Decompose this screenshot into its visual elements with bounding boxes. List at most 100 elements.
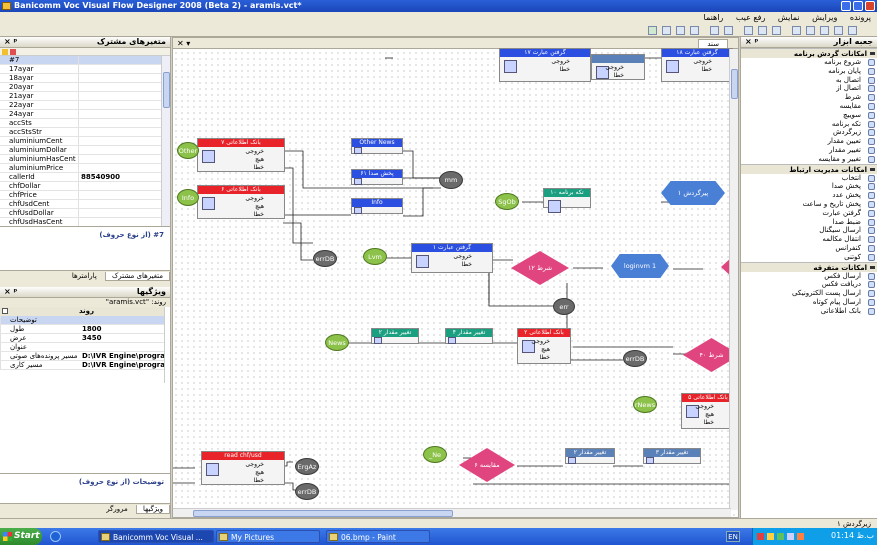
end-circle-mm[interactable]: mm [439, 171, 463, 189]
toolbox-item[interactable]: تغییر مقدار [741, 146, 877, 155]
toolbox-group[interactable]: امکانات مدیریت ارتباط [741, 163, 877, 174]
var-row[interactable]: chfUsdCent [0, 200, 170, 209]
toolbox-item[interactable]: گرفتن عبارت [741, 209, 877, 218]
subflow-hex-1[interactable]: پیرگردش ۱ [661, 181, 725, 205]
var-row[interactable]: 21ayar [0, 92, 170, 101]
collapse-icon[interactable] [2, 308, 8, 314]
new-icon[interactable] [848, 26, 857, 35]
menu-file[interactable]: پرونده [849, 13, 871, 22]
var-row[interactable]: #7 [0, 56, 170, 65]
end-circle-errdb-2[interactable]: errDB [623, 350, 647, 367]
step-icon[interactable] [662, 26, 671, 35]
flow-node-n6[interactable]: تکه برنامه ۱۰ [543, 188, 591, 213]
start-circle-sgob[interactable]: SgOb [495, 193, 519, 210]
save-all-icon[interactable] [806, 26, 815, 35]
end-circle-err[interactable]: err [553, 298, 575, 315]
toolbox-item[interactable]: ارسال فکس [741, 272, 877, 281]
stop-icon[interactable] [690, 26, 699, 35]
flow-node-n14[interactable]: تغییر مقدار ۳ [643, 448, 701, 464]
var-row[interactable]: chfUsdDollar [0, 209, 170, 218]
toolbox-item[interactable]: کنفرانس [741, 244, 877, 253]
var-row[interactable]: aluminiumCent [0, 137, 170, 146]
end-circle-ergaz[interactable]: ErgAz [295, 458, 319, 475]
pin-close-icon[interactable]: ‏ᵖ × [4, 37, 18, 46]
toolbox-group[interactable]: امکانات متفرقه [741, 261, 877, 272]
redo-icon[interactable] [710, 26, 719, 35]
copy-icon[interactable] [758, 26, 767, 35]
tray-icon-3[interactable] [777, 533, 784, 540]
toolbox-pin-close-icon[interactable]: ᵖ × [745, 37, 759, 46]
run-icon[interactable] [648, 26, 657, 35]
flow-node-n8[interactable]: تغییر مقدار ۲ [371, 328, 419, 344]
menu-debug[interactable]: رفع عیب [735, 13, 766, 22]
close-button[interactable] [865, 1, 875, 11]
start-circle-info[interactable]: Info [177, 189, 199, 206]
flow-node-n13[interactable]: تغییر مقدار ۲ [565, 448, 615, 464]
vars-scroll-thumb[interactable] [163, 72, 170, 108]
var-row[interactable]: accSts [0, 119, 170, 128]
toolbox-item[interactable]: انتخاب [741, 174, 877, 183]
task-my-pictures[interactable]: My Pictures [216, 530, 320, 543]
toolbox-item[interactable]: سوییچ [741, 111, 877, 120]
pause-icon[interactable] [676, 26, 685, 35]
start-circle-news[interactable]: News [325, 334, 349, 351]
vars-scrollbar[interactable] [161, 56, 170, 226]
tray-icon-1[interactable] [757, 533, 764, 540]
toolbox-item[interactable]: ضبط صدا [741, 218, 877, 227]
var-row[interactable]: chfDollar [0, 182, 170, 191]
toolbox-item[interactable]: تعیین مقدار [741, 137, 877, 146]
var-row[interactable]: 17ayar [0, 65, 170, 74]
flow-node-n5[interactable]: Info [351, 198, 403, 214]
toolbox-item[interactable]: شرط [741, 93, 877, 102]
language-indicator[interactable]: EN [726, 531, 740, 542]
canvas-hscroll-thumb[interactable] [193, 510, 453, 517]
toolbox-item[interactable]: تغییر و مقایسه [741, 155, 877, 164]
paste-icon[interactable] [744, 26, 753, 35]
menu-view[interactable]: نمایش [777, 13, 800, 22]
add-var-icon[interactable] [2, 49, 8, 55]
toolbox-item[interactable]: تکه برنامه [741, 120, 877, 129]
property-row[interactable]: توضیحات [0, 316, 170, 325]
var-row[interactable]: 22ayar [0, 101, 170, 110]
tray-icon-5[interactable] [797, 533, 804, 540]
toolbox-item[interactable]: پخش تاریخ و ساعت [741, 200, 877, 209]
toolbox-item[interactable]: پخش صدا [741, 182, 877, 191]
toolbox-item[interactable]: اتصال به [741, 76, 877, 85]
pin-close-icon-2[interactable]: ‏ᵖ × [4, 287, 18, 296]
var-row[interactable]: aluminiumPrice [0, 164, 170, 173]
var-row[interactable]: chfPrice [0, 191, 170, 200]
flow-node-n3[interactable]: Other News [351, 138, 403, 154]
tab-shared-vars[interactable]: متغیرهای مشترک [105, 272, 170, 281]
tab-browser[interactable]: مرورگر [106, 505, 128, 513]
tray-icon-2[interactable] [767, 533, 774, 540]
menu-help[interactable]: راهنما [703, 13, 724, 22]
start-button[interactable]: Start [0, 528, 42, 545]
print-icon[interactable] [792, 26, 801, 35]
toolbox-item[interactable]: شروع برنامه [741, 58, 877, 67]
flow-node-n9[interactable]: تغییر مقدار ۴ [445, 328, 493, 344]
task-paint[interactable]: 06.bmp - Paint [326, 530, 430, 543]
canvas-hscroll[interactable] [173, 508, 731, 517]
toolbox-item[interactable]: پایان برنامه [741, 67, 877, 76]
tab-params[interactable]: پارامترها [71, 272, 97, 280]
start-circle-ne[interactable]: _Ne [423, 446, 447, 463]
end-circle-errdb-3[interactable]: errDB [295, 483, 319, 500]
tray-icon-4[interactable] [787, 533, 794, 540]
maximize-button[interactable] [853, 1, 863, 11]
toolbox-item[interactable]: ارسال پیام کوتاه [741, 298, 877, 307]
toolbox-item[interactable]: کوتنی [741, 253, 877, 262]
toolbox-item[interactable]: ارسال سیگنال [741, 226, 877, 235]
minimize-button[interactable] [841, 1, 851, 11]
task-banicomm[interactable]: Banicomm Voc Visual ... [98, 530, 214, 543]
var-row[interactable]: aluminiumDollar [0, 146, 170, 155]
start-circle-other[interactable]: Other [177, 142, 199, 159]
